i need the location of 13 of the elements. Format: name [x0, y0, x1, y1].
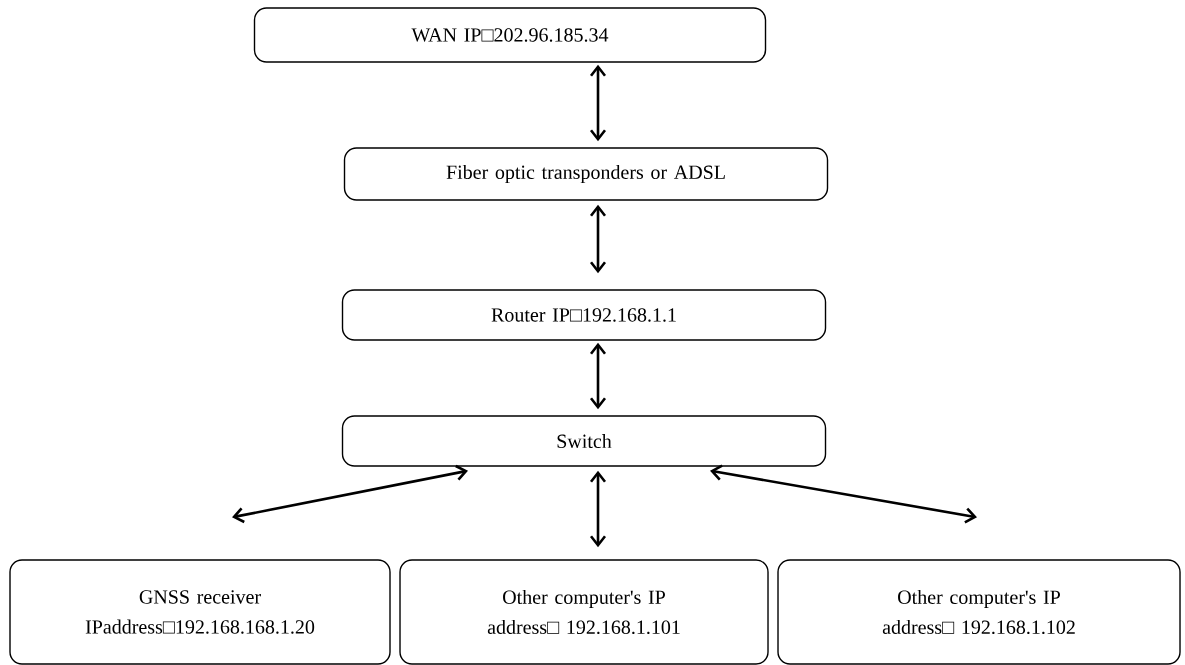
arrow — [590, 204, 607, 274]
process-box: GNSS receiver IPaddress□192.168.168.1.20 — [9, 559, 391, 665]
process-box: Fiber optic transponders or ADSL — [343, 147, 829, 201]
process-box: Other computer's IP address□ 192.168.1.101 — [399, 559, 769, 665]
arrow — [710, 464, 977, 524]
arrow — [232, 464, 468, 524]
arrow — [590, 64, 607, 142]
process-box: Other computer's IP address□ 192.168.1.102 — [777, 559, 1181, 665]
process-box: Router IP□192.168.1.1 — [341, 289, 827, 341]
process-box: Switch — [341, 415, 827, 467]
process-box: WAN IP□202.96.185.34 — [253, 7, 767, 63]
arrow — [590, 470, 607, 548]
arrow — [590, 342, 607, 410]
